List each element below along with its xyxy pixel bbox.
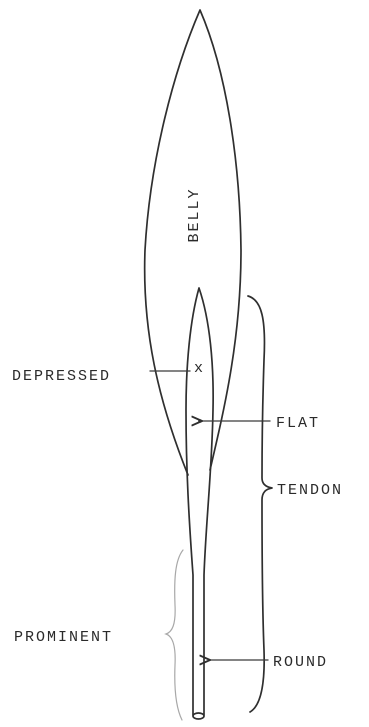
- prominent-brace: [166, 550, 183, 720]
- flat-point: [198, 419, 202, 423]
- tendon-brace: [248, 296, 272, 712]
- round-label: ROUND: [273, 654, 328, 671]
- belly-label: BELLY: [186, 187, 203, 242]
- prominent-label: PROMINENT: [14, 629, 113, 646]
- tendon-label: TENDON: [277, 482, 343, 499]
- depressed-mark: x: [194, 360, 203, 377]
- flat-label: FLAT: [276, 415, 320, 432]
- tendon-end: [193, 713, 204, 719]
- depressed-label: DEPRESSED: [12, 368, 111, 385]
- inner-tendon-outline: [186, 288, 213, 715]
